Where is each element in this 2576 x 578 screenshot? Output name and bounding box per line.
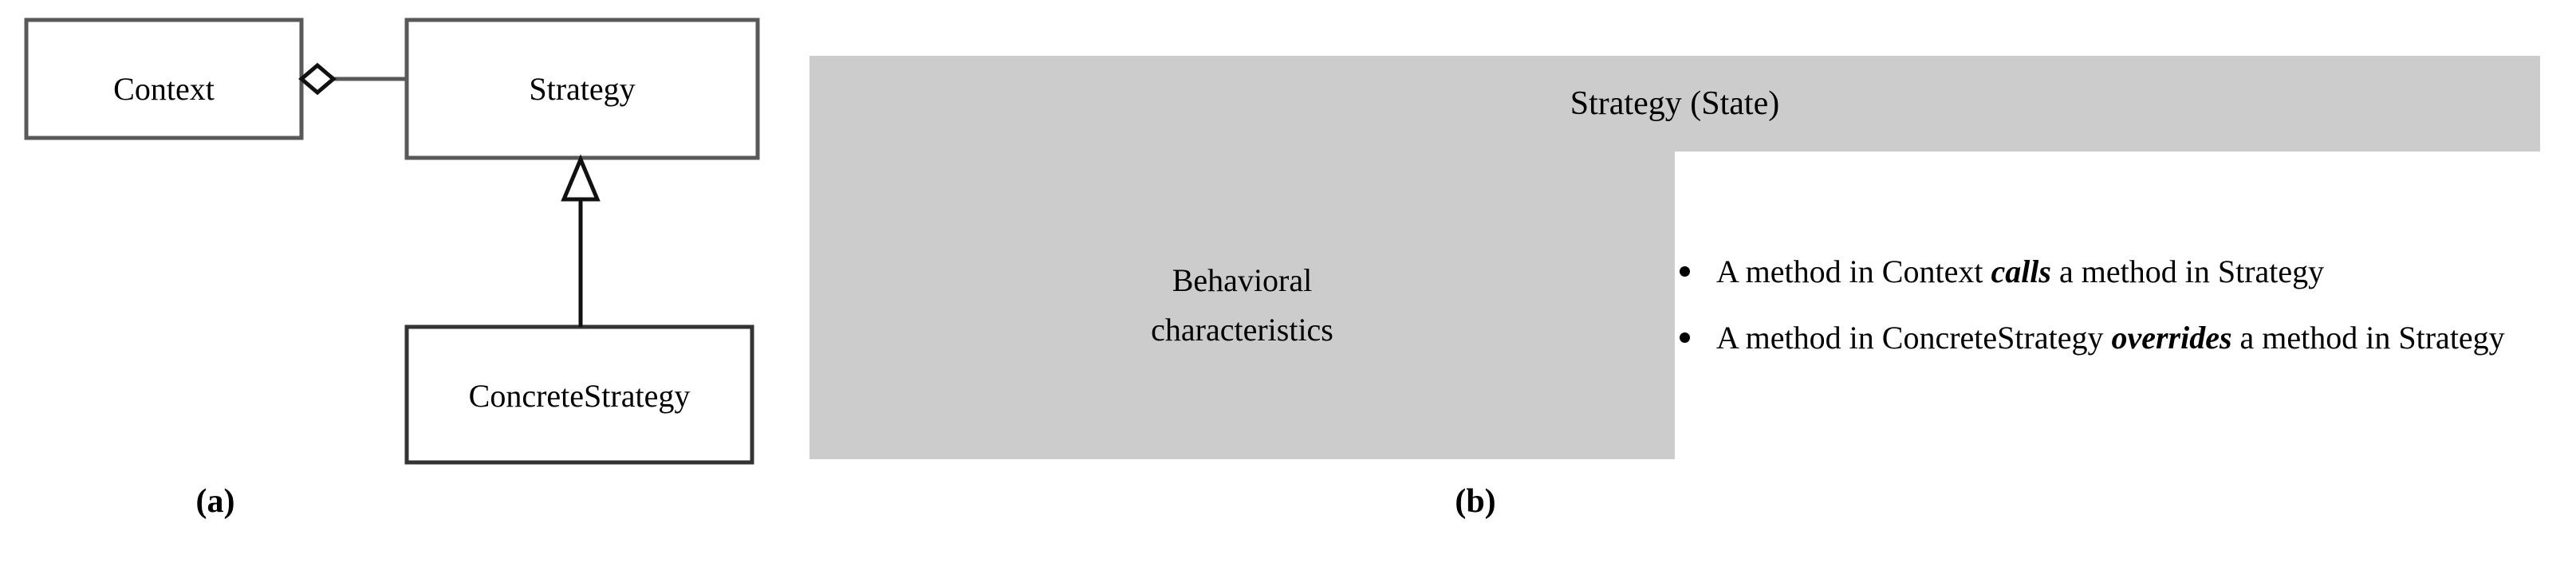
- behavior-bullet-list: A method in Context calls a method in St…: [1675, 246, 2540, 364]
- uml-class-diagram-panel: Strategy --> Context Strategy ConcreteSt…: [0, 0, 798, 578]
- bullet-text-prefix: A method in Context: [1716, 254, 1991, 290]
- bullet-keyword: overrides: [2111, 320, 2232, 356]
- pattern-table: Strategy (State) Behavioral characterist…: [809, 56, 2540, 459]
- uml-diagram-canvas: Strategy -->: [24, 18, 760, 465]
- class-box-context[interactable]: [24, 18, 304, 140]
- row-content-behavioral-characteristics: A method in Context calls a method in St…: [1675, 151, 2540, 459]
- bullet-dot-icon: [1680, 266, 1690, 277]
- list-item: A method in Context calls a method in St…: [1675, 246, 2540, 298]
- aggregation-diamond-icon: [298, 62, 337, 96]
- row-label-behavioral-characteristics: Behavioral characteristics: [809, 151, 1675, 459]
- list-item: A method in ConcreteStrategy overrides a…: [1675, 313, 2540, 364]
- class-box-strategy[interactable]: [404, 18, 760, 160]
- class-name-concrete-strategy: ConcreteStrategy: [468, 378, 691, 414]
- bullet-dot-icon: [1680, 332, 1690, 344]
- bullet-text-prefix: A method in ConcreteStrategy: [1716, 320, 2112, 356]
- bullet-text-suffix: a method in Strategy: [2231, 320, 2505, 356]
- table-header-title: Strategy (State): [809, 56, 2540, 151]
- bullet-keyword: calls: [1991, 254, 2051, 290]
- class-name-strategy: Strategy: [529, 71, 636, 107]
- caption-b: (b): [1455, 483, 1496, 520]
- table-row: Behavioral characteristics A method in C…: [809, 151, 2540, 459]
- inheritance-triangle-icon: [561, 154, 601, 202]
- class-name-context: Context: [113, 71, 215, 107]
- row-label-line-1: Behavioral: [1172, 262, 1313, 298]
- caption-a: (a): [195, 483, 235, 520]
- table-header-row: Strategy (State): [809, 56, 2540, 151]
- row-label-line-2: characteristics: [1151, 312, 1333, 348]
- pattern-table-panel: Strategy (State) Behavioral characterist…: [809, 56, 2540, 459]
- bullet-text-suffix: a method in Strategy: [2050, 254, 2325, 290]
